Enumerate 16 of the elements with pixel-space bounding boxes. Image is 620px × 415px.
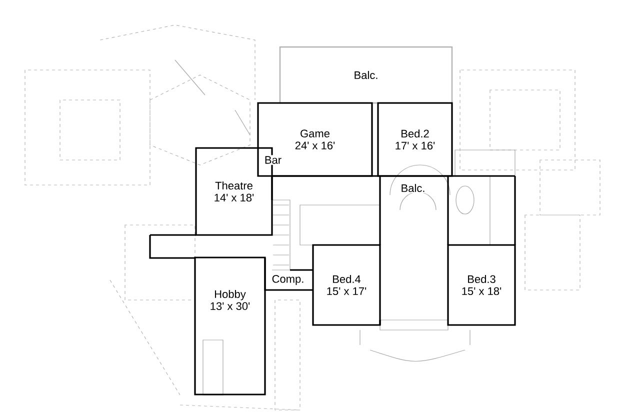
room-outline	[447, 244, 516, 326]
room-outline	[194, 256, 266, 396]
room-label: Theatre 14' x 18'	[214, 181, 254, 202]
room-label: Bar	[263, 155, 283, 165]
room-outline	[377, 102, 453, 177]
room-label: Balc.	[354, 70, 378, 80]
room-label: Bed.3 15' x 18'	[462, 274, 502, 296]
room-label: Comp.	[270, 274, 306, 286]
room-outline	[312, 244, 381, 326]
room-label: Hobby 13' x 30'	[210, 290, 250, 310]
room-label: Bed.4 15' x 17'	[327, 274, 366, 296]
room-label: Game 24' x 16'	[295, 130, 335, 150]
room-label: Bed.2 17' x 16'	[396, 129, 435, 150]
room-outline	[279, 46, 453, 104]
room-outline	[257, 102, 373, 177]
room-label: Balc.	[400, 182, 426, 194]
